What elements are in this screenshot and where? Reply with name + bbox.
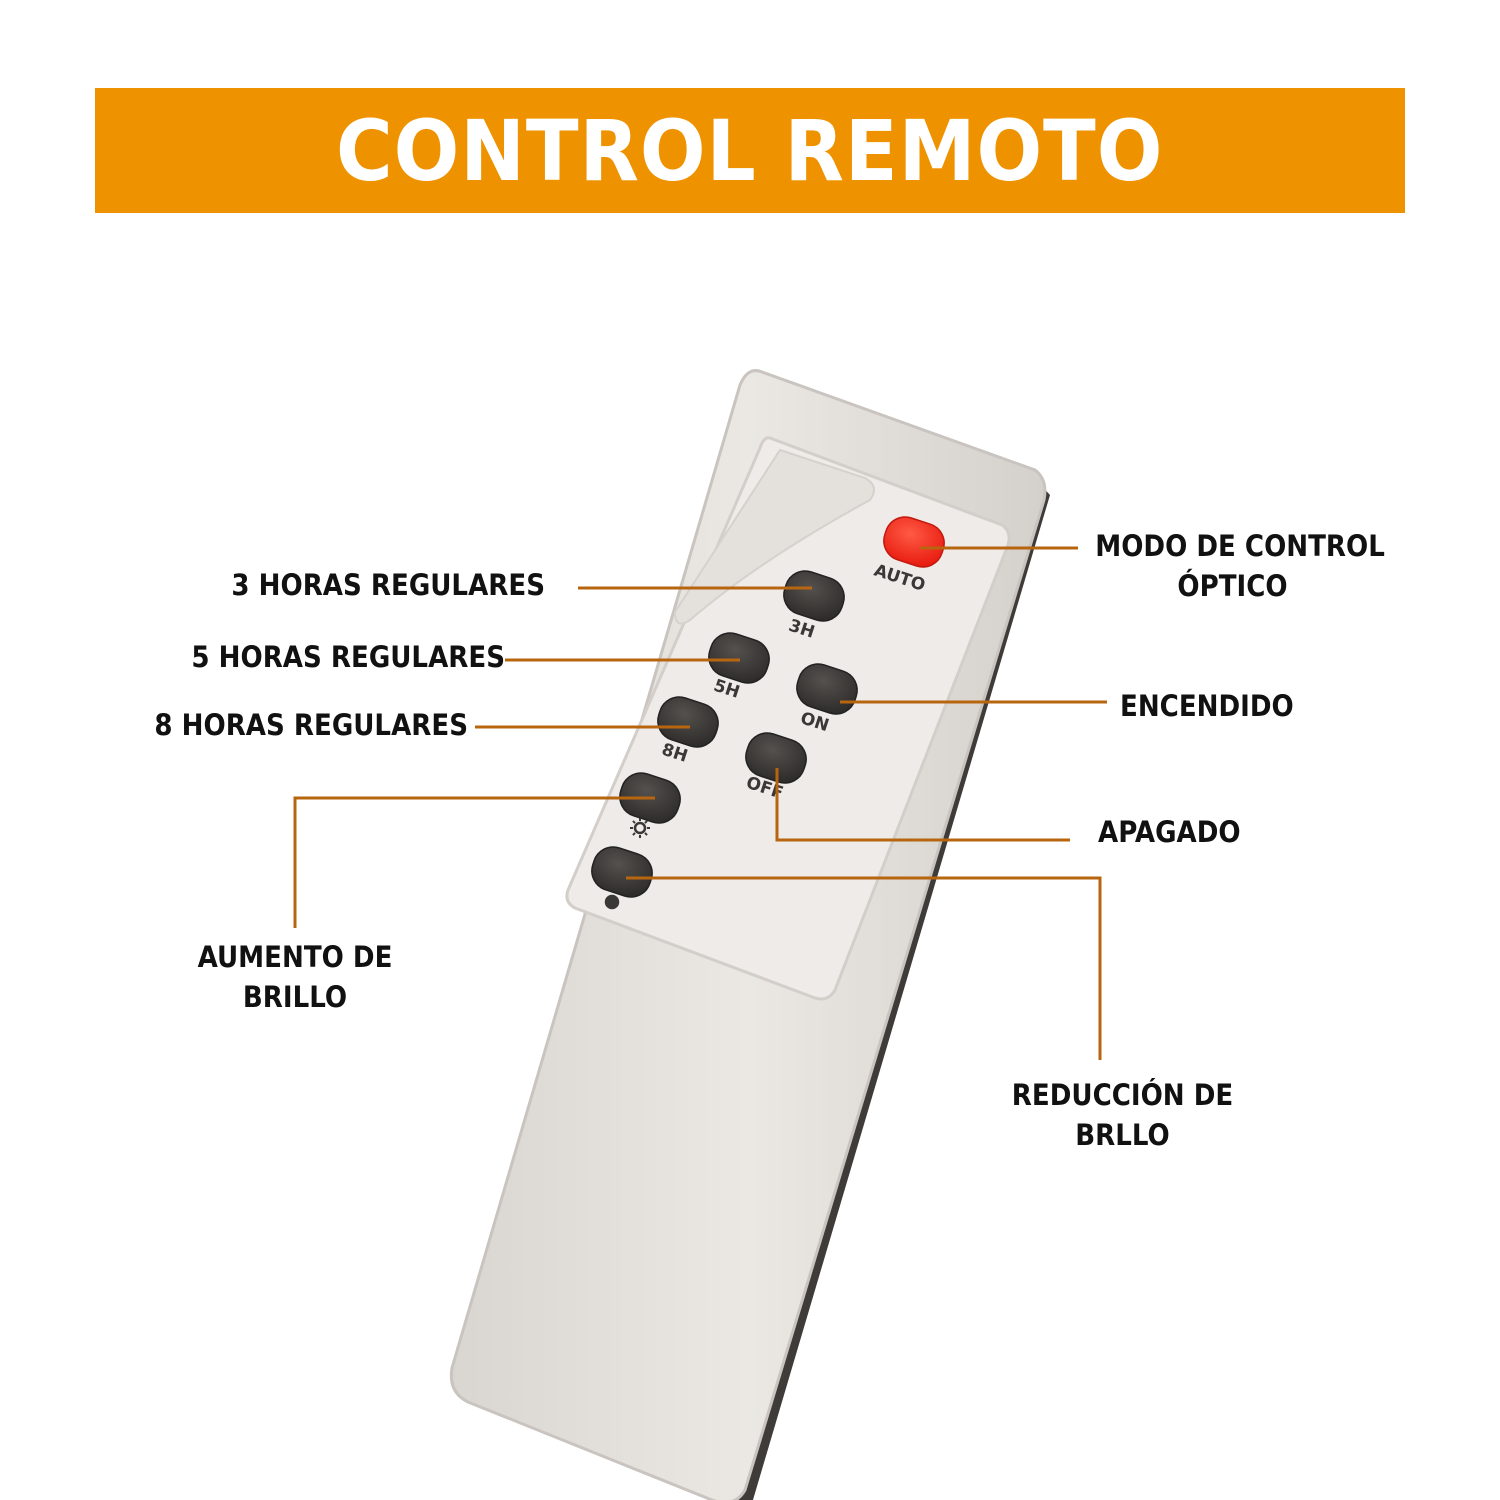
callout-optical-mode: MODO DE CONTROL ÓPTICO (1095, 526, 1385, 606)
remote-button-8h-cap[interactable] (653, 692, 724, 752)
callout-off: APAGADO (1098, 815, 1241, 849)
callout-three-hours: 3 HORAS REGULARES (231, 568, 545, 602)
page-title: CONTROL REMOTO (336, 101, 1164, 200)
callout-brightness-up-line1: AUMENTO DE (197, 940, 393, 974)
remote-button-5h[interactable] (704, 628, 775, 688)
callout-brightness-down: REDUCCIÓN DE BRLLO (1003, 1075, 1242, 1155)
callout-five-hours: 5 HORAS REGULARES (191, 640, 505, 674)
callout-leaders (293, 546, 1107, 1060)
callout-eight-hours: 8 HORAS REGULARES (154, 708, 468, 742)
remote-button-bright-down[interactable] (587, 842, 658, 902)
remote-button-8h[interactable] (653, 692, 724, 752)
callout-on: ENCENDIDO (1120, 689, 1294, 723)
callout-optical-mode-line1: MODO DE CONTROL (1095, 529, 1385, 563)
remote-window-curve (673, 448, 875, 625)
callout-brightness-down-line1: REDUCCIÓN DE (1011, 1078, 1234, 1112)
leader-brightness-up (293, 796, 655, 928)
remote-face-panel (565, 436, 1011, 1001)
remote-button-5h-cap[interactable] (704, 628, 775, 688)
title-banner: CONTROL REMOTO (95, 88, 1405, 213)
remote-control (449, 369, 1050, 1500)
leader-brightness-down (626, 876, 1102, 1060)
remote-button-auto[interactable] (879, 512, 950, 572)
sun-icon (630, 818, 650, 838)
remote-button-off[interactable] (741, 728, 812, 788)
dim-icon (604, 894, 620, 910)
remote-button-off-cap[interactable] (741, 728, 812, 788)
callout-brightness-up: AUMENTO DE BRILLO (183, 937, 408, 1017)
callout-brightness-up-line2: BRILLO (242, 980, 348, 1014)
callout-brightness-down-line2: BRLLO (1075, 1118, 1170, 1152)
callout-optical-mode-line2: ÓPTICO (1177, 569, 1288, 603)
leader-off (775, 768, 1070, 842)
remote-button-auto-cap[interactable] (879, 512, 950, 572)
remote-button-bright-down-cap[interactable] (587, 842, 658, 902)
